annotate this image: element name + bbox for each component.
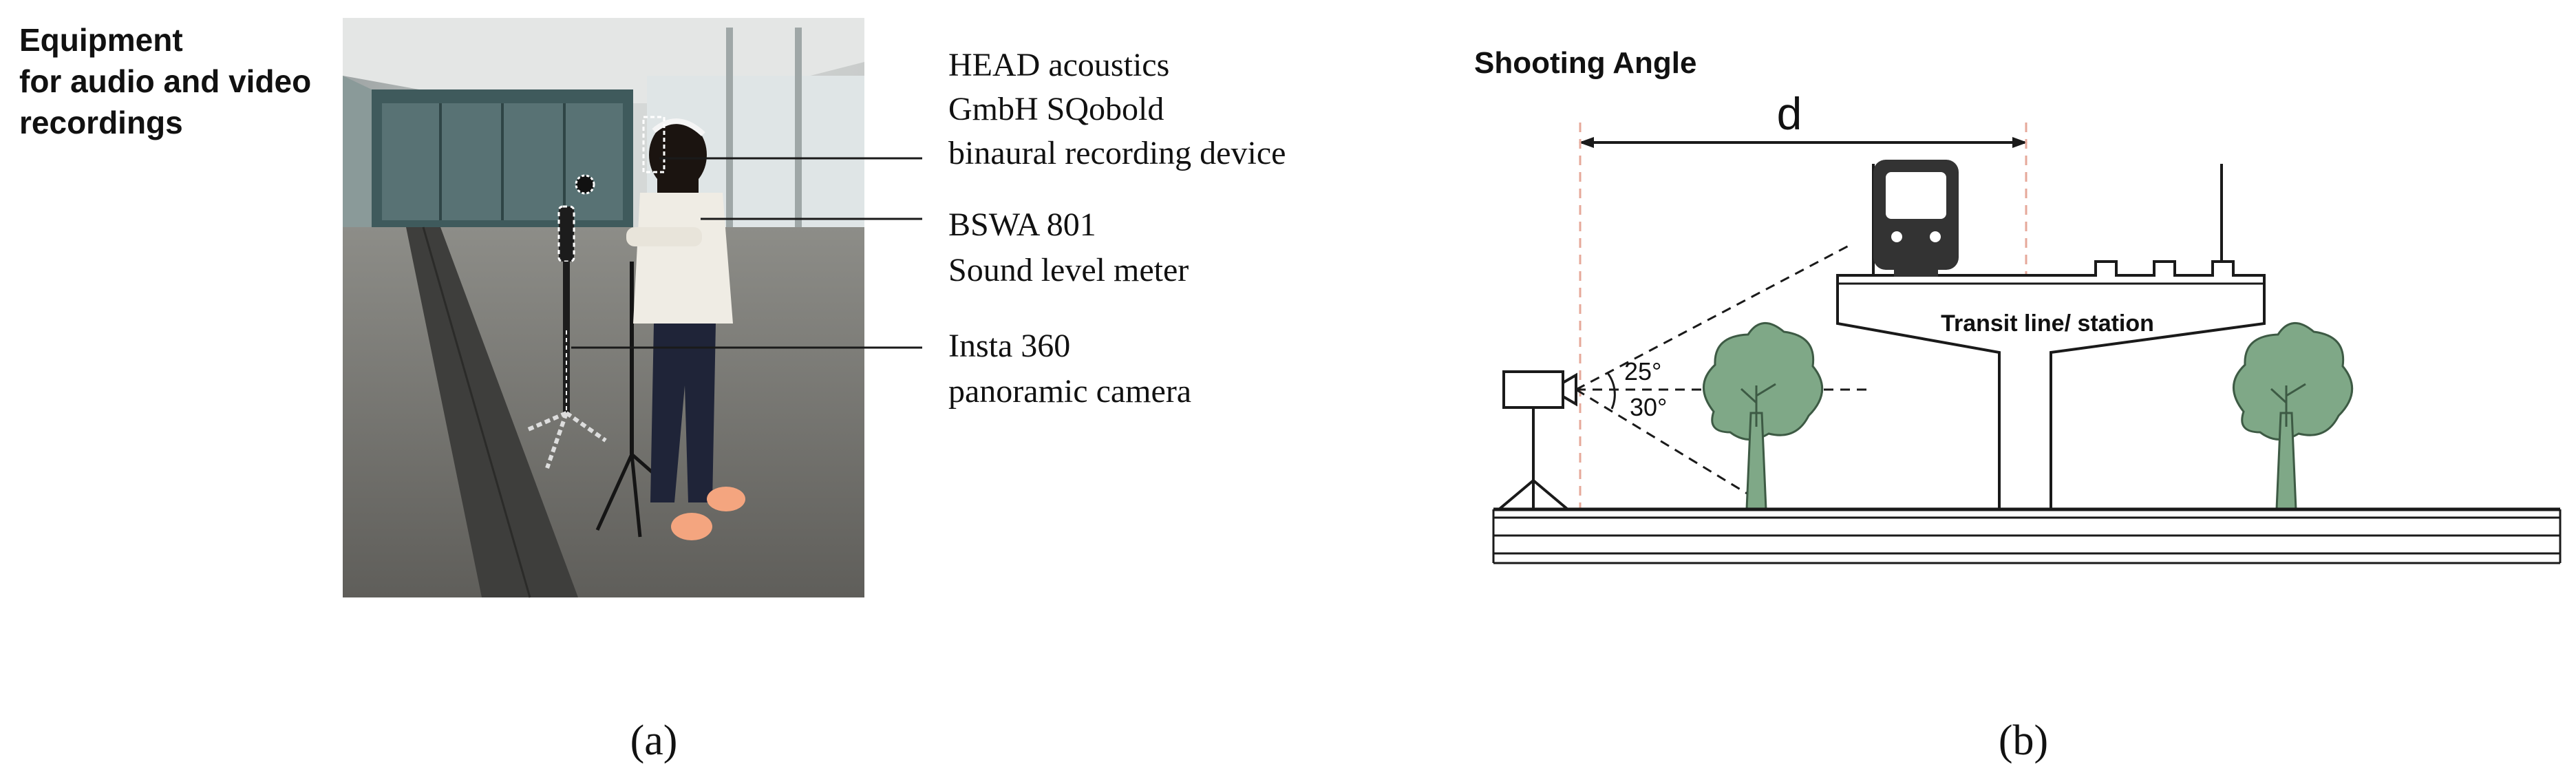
label-binaural-line-2: GmbH SQobold [948,91,1164,127]
distance-arrow-right-head [2012,137,2027,148]
label-camera-line-1: Insta 360 [948,328,1070,364]
transit-viaduct: Transit line/ station [1836,164,2266,511]
distance-arrow-left-head [1579,137,1594,148]
panel-b: Shooting Angle d 25° 30° [1474,46,2562,764]
tree-icon [2233,321,2353,511]
angle-lower-label: 30° [1630,393,1667,421]
ground-tracks [1492,507,2562,564]
distance-label: d [1777,88,1802,139]
label-binaural-device: HEAD acoustics GmbH SQobold binaural rec… [948,47,1286,171]
person [626,118,745,540]
caption-b: (b) [1999,717,2048,764]
label-binaural-line-3: binaural recording device [948,135,1286,171]
station-label: Transit line/ station [1941,310,2154,337]
equipment-photo [343,18,864,598]
fov-lower-line [1575,388,1763,504]
angle-arc [1606,372,1616,410]
label-camera-line-2: panoramic camera [948,373,1191,410]
heading-line-2: for audio and video [19,63,311,99]
sound-meter-stand [525,205,607,469]
tree-icon [1703,321,1823,511]
angle-upper-label: 25° [1624,357,1661,385]
label-meter-line-1: BSWA 801 [948,206,1096,243]
caption-a: (a) [630,717,678,764]
label-binaural-line-1: HEAD acoustics [948,47,1169,83]
camera-icon [1498,370,1577,511]
heading-line-1: Equipment [19,22,183,58]
label-panoramic-camera: Insta 360 panoramic camera [948,328,1191,410]
panel-b-heading: Shooting Angle [1474,46,1696,80]
fov-upper-line [1575,243,1852,391]
label-meter-line-2: Sound level meter [948,252,1189,288]
train-icon [1873,160,1959,277]
panel-a: Equipment for audio and video recordings [19,18,1286,764]
label-sound-meter: BSWA 801 Sound level meter [948,206,1189,288]
heading-line-3: recordings [19,105,183,140]
panel-a-heading: Equipment for audio and video recordings [19,22,320,140]
